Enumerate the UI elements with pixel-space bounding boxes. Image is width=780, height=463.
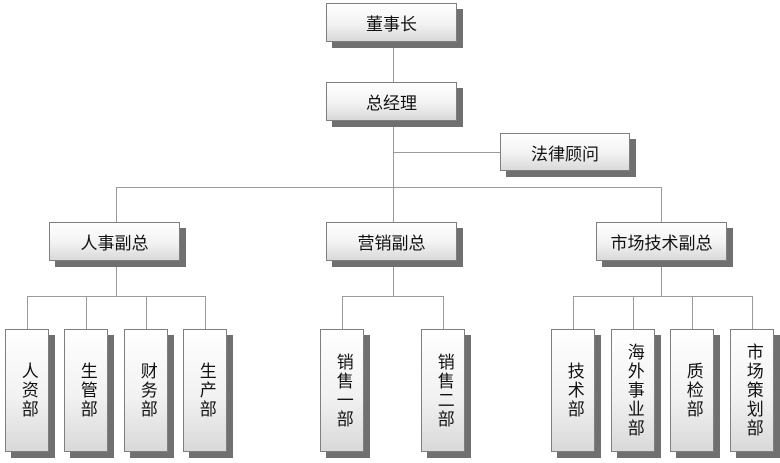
connector-hr-vp-down (116, 261, 117, 296)
connector-market-bus (573, 296, 753, 297)
connector-finance-dept (146, 296, 147, 329)
connector-marketing-dept (752, 296, 753, 329)
hr-vp-node: 人事副总 (49, 222, 180, 261)
connector-sales-bus (342, 296, 444, 297)
connector-gm-trunk (393, 121, 394, 222)
connector-prodmgmt-dept (86, 296, 87, 329)
sales-vp-node: 营销副总 (326, 222, 457, 261)
connector-sales1-dept (342, 296, 343, 329)
dept-technology: 技术部 (551, 329, 595, 452)
dept-sales-2: 销售二部 (421, 329, 465, 452)
connector-hr-dept (27, 296, 28, 329)
dept-finance: 财务部 (124, 329, 168, 452)
connector-market-vp (661, 187, 662, 222)
general-manager-node: 总经理 (326, 82, 457, 121)
connector-tech-dept (573, 296, 574, 329)
connector-production-dept (205, 296, 206, 329)
legal-advisor-node: 法律顾问 (500, 133, 630, 171)
dept-marketing-planning: 市场策划部 (730, 329, 774, 452)
dept-quality-inspection: 质检部 (670, 329, 714, 452)
market-tech-vp-node: 市场技术副总 (596, 222, 727, 261)
connector-quality-dept (692, 296, 693, 329)
connector-legal (393, 152, 500, 153)
connector-market-vp-down (661, 261, 662, 296)
connector-vp-bus (116, 187, 662, 188)
dept-sales-1: 销售一部 (320, 329, 364, 452)
connector-hr-bus (27, 296, 206, 297)
connector-sales2-dept (443, 296, 444, 329)
connector-sales-vp-down (393, 261, 394, 296)
connector-chairman-gm (393, 42, 394, 82)
dept-production: 生产部 (183, 329, 227, 452)
connector-overseas-dept (633, 296, 634, 329)
connector-hr-vp (116, 187, 117, 222)
chairman-node: 董事长 (326, 3, 457, 42)
dept-production-management: 生管部 (64, 329, 108, 452)
dept-overseas-business: 海外事业部 (611, 329, 655, 452)
dept-hr: 人资部 (5, 329, 49, 452)
